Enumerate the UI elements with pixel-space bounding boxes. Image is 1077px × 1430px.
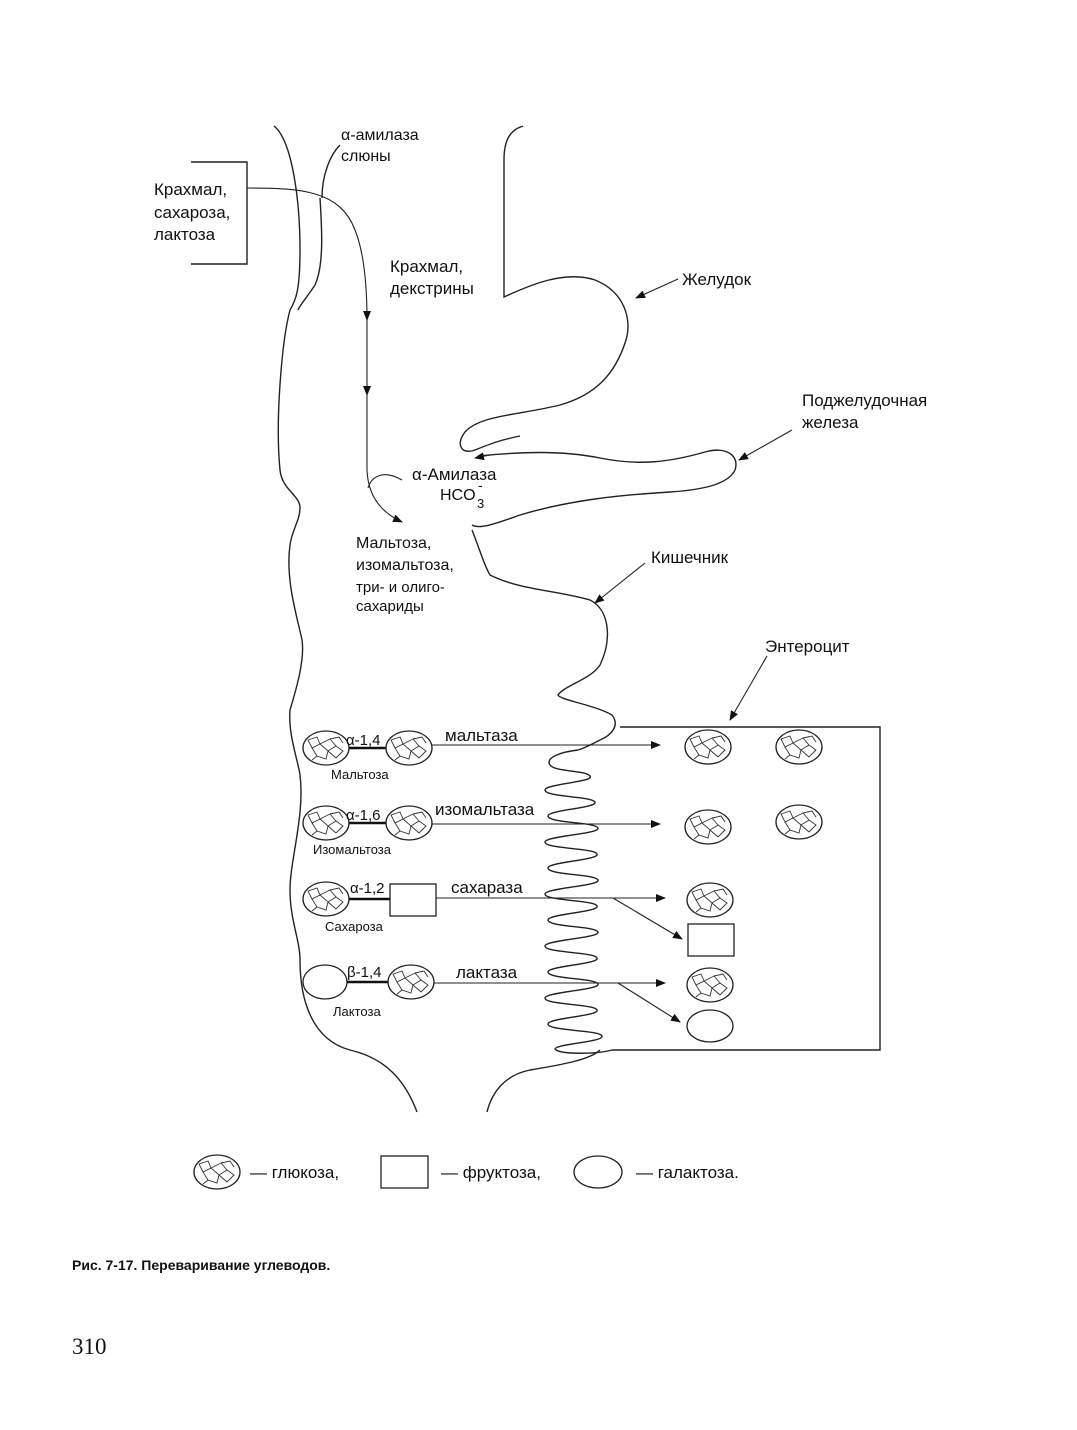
products-line2: изомальтоза,: [356, 557, 454, 574]
isomaltose-bond: α-1,6: [346, 807, 381, 824]
glucose-icon: [302, 881, 350, 917]
lactase-enzyme: лактаза: [456, 963, 518, 982]
glucose-icon: [686, 967, 734, 1003]
legend: — глюкоза, — фруктоза, — галактоза.: [193, 1154, 739, 1190]
enterocyte: [612, 726, 881, 1051]
legend-fructose: — фруктоза,: [441, 1163, 541, 1182]
products-line3: три- и олиго-: [356, 579, 445, 596]
glucose-icon: [684, 809, 732, 845]
pancreas-line1: Поджелудочная: [802, 391, 927, 410]
glucose-icon: [775, 729, 823, 765]
pancreas-label: Поджелудочная железа: [802, 391, 927, 432]
lactose-bond: β-1,4: [347, 964, 381, 981]
input-line3: лактоза: [154, 225, 216, 244]
isomaltase-enzyme: изомальтаза: [435, 800, 535, 819]
saliva-amylase-line2: слюны: [341, 148, 391, 165]
glucose-icon: [385, 805, 433, 841]
maltose-row: α-1,4 Мальтоза мальтаза: [302, 726, 823, 782]
glucose-icon: [684, 729, 732, 765]
galactose-icon: [573, 1155, 623, 1189]
pancreas-line2: железа: [802, 413, 859, 432]
glucose-icon: [775, 804, 823, 840]
bicarbonate-subscript: 3: [477, 496, 484, 511]
glucose-icon: [302, 730, 350, 766]
input-sugars-label: Крахмал, сахароза, лактоза: [154, 180, 230, 244]
intermediate-label: Крахмал, декстрины: [390, 257, 474, 298]
page-number: 310: [72, 1334, 107, 1359]
products-line1: Мальтоза,: [356, 535, 431, 552]
maltose-bond: α-1,4: [346, 732, 381, 749]
input-line1: Крахмал,: [154, 180, 227, 199]
isomaltose-name: Изомальтоза: [313, 842, 392, 857]
brush-border-microvilli: [544, 749, 613, 1054]
enterocyte-label: Энтероцит: [765, 637, 850, 656]
fructose-icon: [389, 883, 437, 917]
sucrose-bond: α-1,2: [350, 880, 385, 897]
intermediate-line1: Крахмал,: [390, 257, 463, 276]
bicarbonate-charge: -: [478, 477, 483, 493]
glucose-icon: [686, 882, 734, 918]
saliva-amylase-label: α-амилаза слюны: [341, 127, 419, 165]
isomaltose-row: α-1,6 Изомальтоза изомальтаза: [302, 800, 823, 857]
fructose-icon: [687, 923, 735, 957]
galactose-icon: [302, 964, 348, 1000]
fructose-icon: [380, 1155, 429, 1189]
maltose-name: Мальтоза: [331, 767, 389, 782]
legend-glucose: — глюкоза,: [250, 1163, 339, 1182]
bicarbonate-base: HCO: [440, 487, 476, 504]
glucose-icon: [302, 805, 350, 841]
sucrose-name: Сахароза: [325, 919, 384, 934]
glucose-icon: [385, 730, 433, 766]
bicarbonate-label: HCO - 3: [440, 477, 484, 511]
products-label: Мальтоза, изомальтоза, три- и олиго- сах…: [356, 535, 454, 615]
maltase-enzyme: мальтаза: [445, 726, 518, 745]
lactose-name: Лактоза: [333, 1004, 381, 1019]
products-line4: сахариды: [356, 598, 424, 615]
gi-tract-outline: [191, 125, 737, 1113]
stomach-label: Желудок: [682, 270, 752, 289]
glucose-icon: [387, 964, 435, 1000]
legend-galactose: — галактоза.: [636, 1163, 739, 1182]
intestine-label: Кишечник: [651, 548, 729, 567]
saliva-amylase-line1: α-амилаза: [341, 127, 419, 144]
sucrase-enzyme: сахараза: [451, 878, 523, 897]
input-line2: сахароза,: [154, 203, 230, 222]
flow-arrows: [246, 187, 793, 721]
glucose-icon: [193, 1154, 241, 1190]
pancreatic-amylase-label: α-Амилаза: [412, 465, 497, 484]
galactose-icon: [686, 1009, 734, 1043]
intermediate-line2: декстрины: [390, 279, 474, 298]
sucrose-row: α-1,2 Сахароза сахараза: [302, 878, 735, 957]
figure-caption: Рис. 7-17. Переваривание углеводов.: [72, 1257, 331, 1273]
lactose-row: β-1,4 Лактоза лактаза: [302, 963, 734, 1043]
